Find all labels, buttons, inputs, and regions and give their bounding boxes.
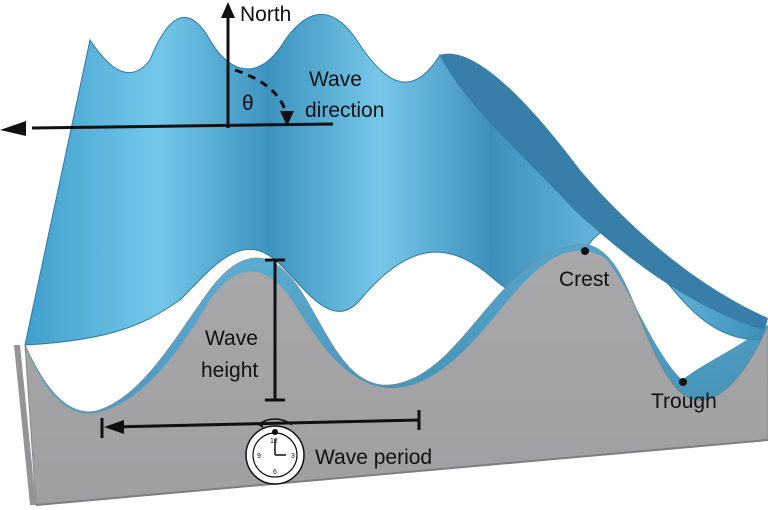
water-surface-back	[24, 13, 766, 346]
clock-number-3: 3	[291, 453, 295, 460]
wave-period-arrowhead	[104, 420, 124, 434]
wave-height-label-line2: height	[201, 359, 258, 382]
clock-number-12: 12	[270, 438, 278, 445]
wave-direction-axis-arrowhead	[0, 121, 26, 136]
clock-number-9: 9	[257, 453, 261, 460]
crest-point	[581, 247, 589, 255]
north-label: North	[240, 3, 291, 26]
theta-arc-arrowhead	[280, 111, 294, 126]
north-arrow-head	[221, 2, 235, 18]
water-front-edge	[25, 244, 768, 414]
clock-icon	[245, 418, 305, 485]
water-right-ridge	[440, 53, 768, 331]
wave-height-label-line1: Wave	[205, 327, 258, 350]
wave-direction-axis	[31, 122, 334, 130]
wave-direction-label-line1: Wave	[309, 68, 362, 91]
ground-left-side	[14, 345, 36, 505]
ground-bottom-edge	[35, 439, 768, 506]
theta-label: θ	[242, 92, 254, 115]
trough-point	[679, 378, 687, 386]
wave-period-line	[109, 418, 421, 429]
wave-period-label: Wave period	[315, 446, 432, 469]
clock-number-6: 6	[273, 469, 277, 476]
crest-label: Crest	[559, 268, 609, 291]
trough-label: Trough	[651, 390, 717, 413]
wave-direction-label-line2: direction	[305, 99, 384, 122]
